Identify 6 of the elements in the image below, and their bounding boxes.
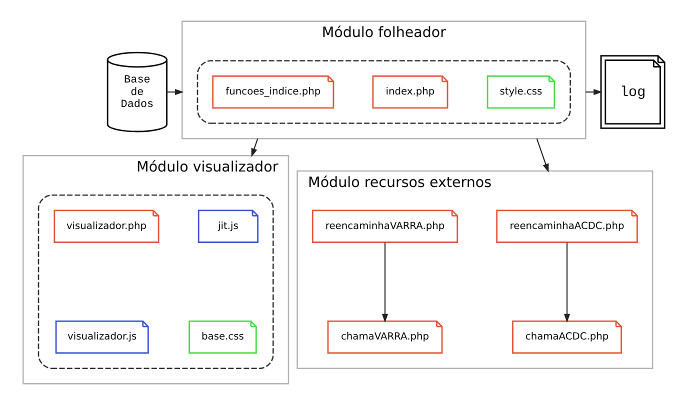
arrow xyxy=(536,138,548,173)
arrow xyxy=(381,242,388,323)
cluster xyxy=(37,194,274,369)
arrow xyxy=(250,138,258,158)
cluster xyxy=(196,60,570,124)
arrow xyxy=(563,242,570,323)
